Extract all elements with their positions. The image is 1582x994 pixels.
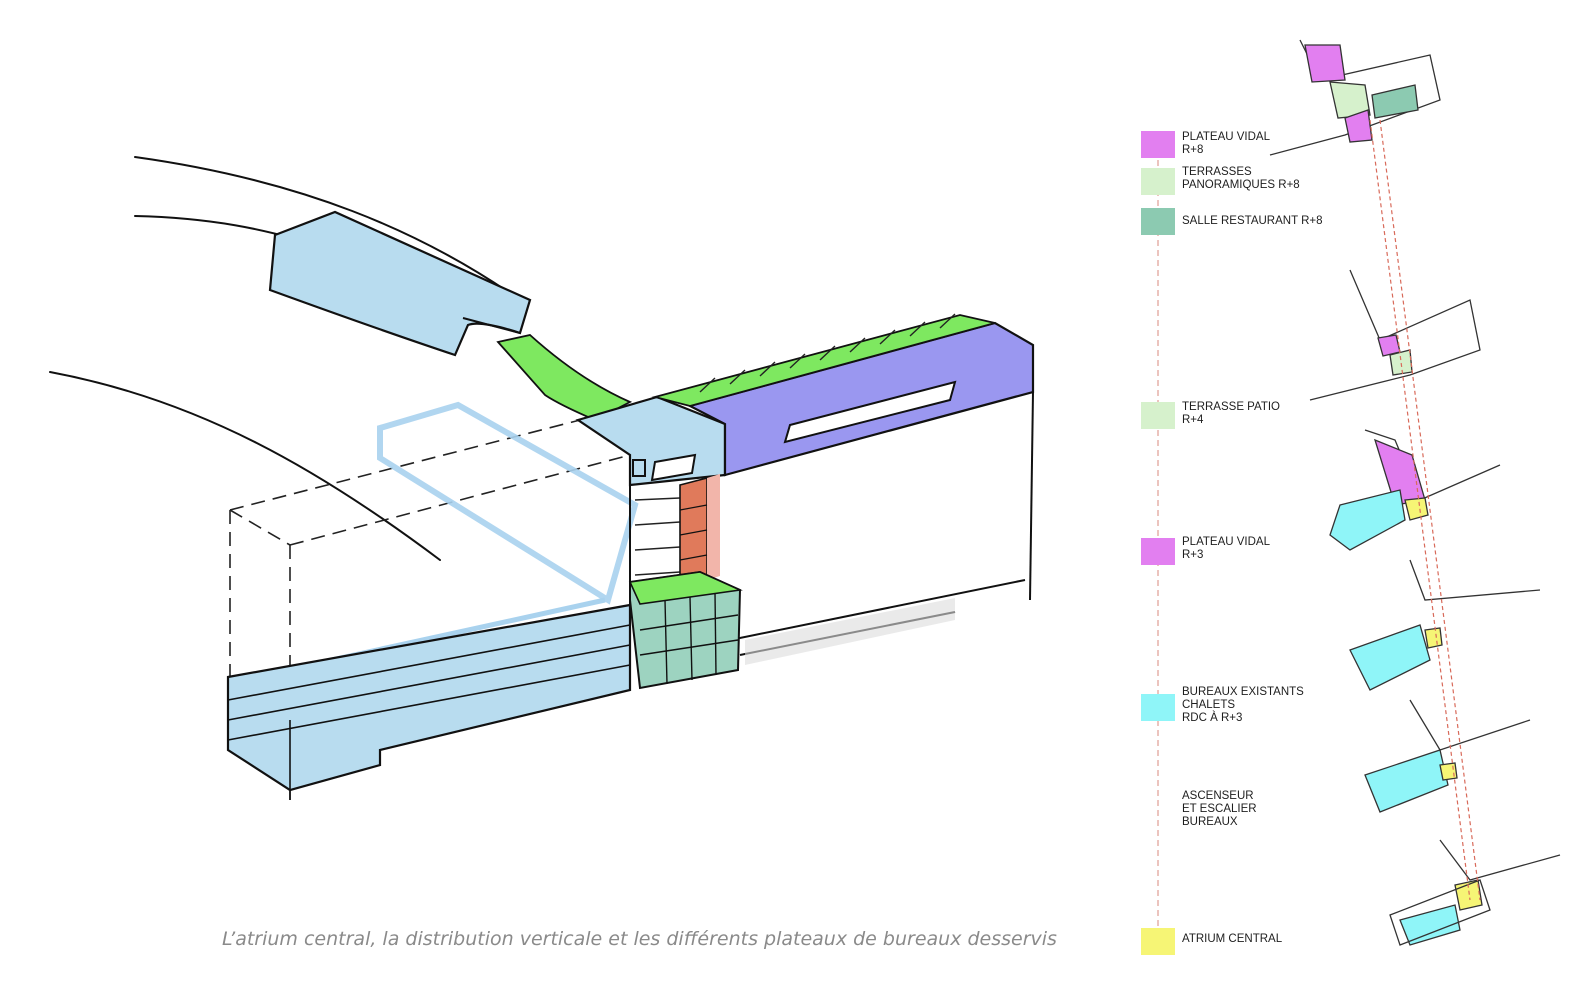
legend-label-patio: TERRASSE PATIO R+4 [1182, 401, 1280, 426]
green-bridge [496, 334, 633, 421]
legend-swatch-patio [1141, 402, 1175, 429]
legend-label-terrasses: TERRASSES PANORAMIQUES R+8 [1182, 166, 1300, 191]
legend-label-ascenseur: ASCENSEUR ET ESCALIER BUREAUX [1182, 790, 1257, 828]
legend-swatch-bureaux [1141, 694, 1175, 721]
figure-caption: L’atrium central, la distribution vertic… [222, 928, 1057, 950]
green-roof [651, 314, 996, 407]
elevator-shaft [679, 476, 708, 586]
legend-label-bureaux: BUREAUX EXISTANTS CHALETS RDC À R+3 [1182, 686, 1304, 724]
legend-label-restaurant: SALLE RESTAURANT R+8 [1182, 215, 1323, 227]
legend-label-atrium: ATRIUM CENTRAL [1182, 933, 1283, 945]
legend-label-plateau-r3: PLATEAU VIDAL R+3 [1182, 536, 1270, 561]
legend-swatch-plateau-r8 [1141, 131, 1175, 158]
floor-plans [1269, 39, 1561, 946]
curved-wing [268, 210, 532, 357]
legend-label-plateau-r8: PLATEAU VIDAL R+8 [1182, 131, 1270, 156]
arc-outer [134, 156, 521, 301]
legend-swatch-plateau-r3 [1141, 538, 1175, 565]
glass-beam [377, 401, 639, 605]
low-wing [226, 603, 632, 792]
arc-inner [49, 371, 441, 561]
legend-swatch-atrium [1141, 928, 1175, 955]
legend-swatch-terrasses [1141, 168, 1175, 195]
legend-swatch-restaurant [1141, 208, 1175, 235]
